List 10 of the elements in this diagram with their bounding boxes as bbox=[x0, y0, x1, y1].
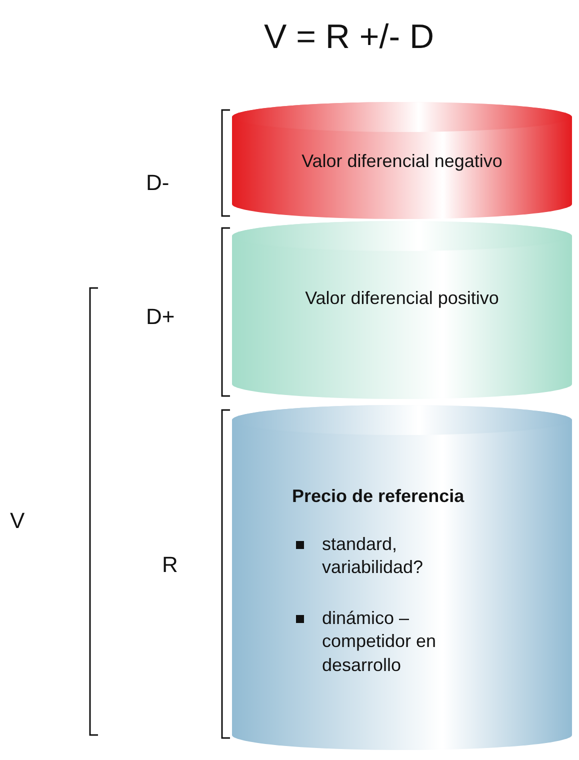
bracket-label: V bbox=[10, 508, 25, 534]
segment-label: Valor diferencial positivo bbox=[304, 287, 500, 310]
bracket-label: D+ bbox=[146, 304, 175, 330]
segment-heading: Precio de referencia bbox=[292, 485, 464, 508]
bracket-label: R bbox=[162, 552, 178, 578]
formula-title: V = R +/- D bbox=[264, 18, 434, 57]
bullet-text: standard, variabilidad? bbox=[322, 533, 424, 580]
segment-label: Valor diferencial negativo bbox=[300, 150, 504, 173]
bracket-label: D- bbox=[146, 170, 170, 196]
bullet-text: dinámico – competidor en desarrollo bbox=[322, 607, 438, 677]
